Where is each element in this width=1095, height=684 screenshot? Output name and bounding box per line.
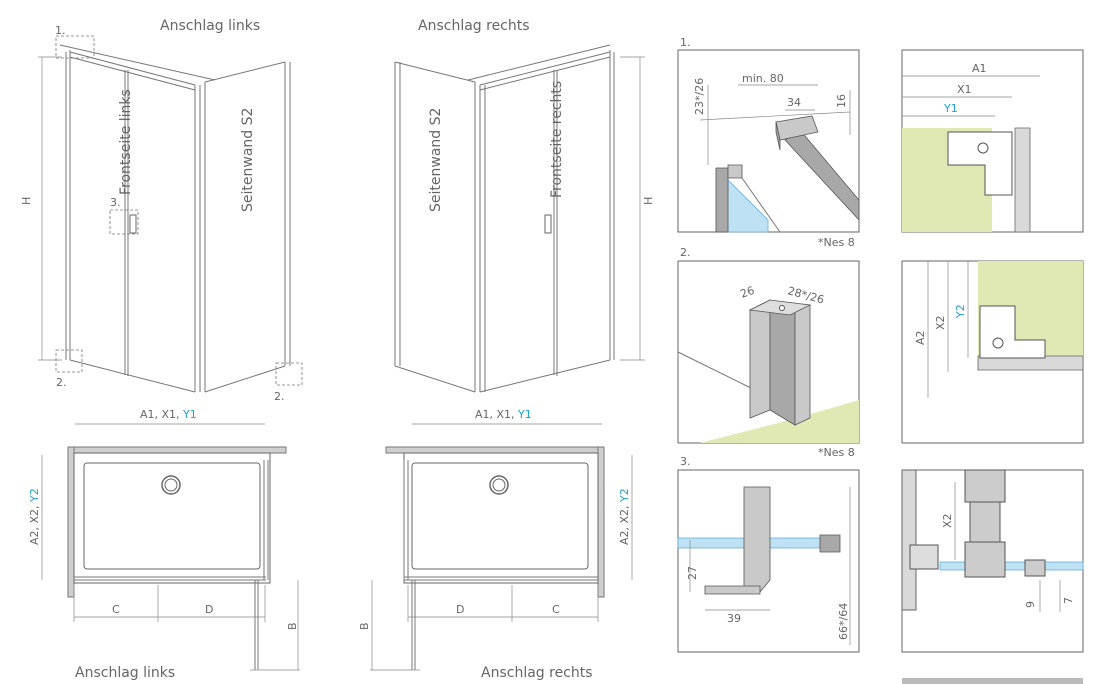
b-label-right: B (358, 622, 371, 630)
iso-left-title: Anschlag links (160, 18, 260, 34)
d2-note: *Nes 8 (818, 446, 855, 459)
h-label-left: H (20, 197, 33, 205)
detail-3: 3. 27 39 66*/64 (677, 455, 860, 653)
d-label-right: D (456, 603, 464, 616)
r3-9: 9 (1024, 601, 1037, 608)
d3-27: 27 (686, 566, 699, 580)
iso-right-view: Anschlag rechts Seitenwand S2 Frontseite… (394, 18, 655, 425)
r2-x2: X2 (934, 315, 947, 330)
front-left-label: Frontseite links (118, 89, 134, 195)
plan-right-view: A2, X2, Y2 D C B Anschlag rechts (358, 446, 633, 681)
iso-right-title: Anschlag rechts (418, 18, 530, 34)
d1-min: min. 80 (742, 72, 784, 85)
r1-y1: Y1 (943, 102, 958, 115)
r2-y2: Y2 (954, 304, 967, 319)
b-label-left: B (286, 622, 299, 630)
r1-a1: A1 (972, 62, 987, 75)
d3-39: 39 (727, 612, 741, 625)
d-label-left: D (205, 603, 213, 616)
detail-right-1: A1 X1 Y1 (901, 49, 1084, 233)
iso-left-view: Anschlag links H 1. 2. 3. 2. (20, 18, 303, 425)
detail-1-title: 1. (680, 36, 691, 49)
r3-7: 7 (1062, 597, 1075, 604)
d3-66: 66*/64 (837, 603, 850, 640)
d1-note: *Nes 8 (818, 236, 855, 249)
marker-2b-left: 2. (274, 390, 285, 403)
r1-x1: X1 (957, 83, 972, 96)
marker-3-left: 3. (110, 196, 121, 209)
detail-2-title: 2. (680, 246, 691, 259)
r3-x2: X2 (941, 513, 954, 528)
detail-right-2: A2 X2 Y2 (901, 260, 1084, 444)
width-label-left: A1, X1, Y1 (140, 408, 197, 421)
depth-label-right: A2, X2, Y2 (618, 488, 631, 545)
side-left-label: Seitenwand S2 (240, 108, 256, 212)
detail-1: 1. min. 80 34 16 23*/26 *Nes 8 (677, 36, 860, 249)
d2-26: 26 (739, 284, 757, 301)
h-label-right: H (642, 197, 655, 205)
plan-left-view: A2, X2, Y2 C D B Anschlag links (28, 446, 300, 681)
r2-a2: A2 (914, 330, 927, 345)
c-label-left: C (112, 603, 120, 616)
d1-34: 34 (787, 96, 801, 109)
bottom-right-title: Anschlag rechts (481, 665, 593, 681)
width-label-right: A1, X1, Y1 (475, 408, 532, 421)
front-right-label: Frontseite rechts (549, 81, 565, 198)
detail-2: 2. 26 28*/26 *Nes 8 (677, 246, 860, 459)
c-label-right: C (552, 603, 560, 616)
depth-label-left: A2, X2, Y2 (28, 488, 41, 545)
side-right-label: Seitenwand S2 (428, 108, 444, 212)
d1-16: 16 (835, 94, 848, 108)
bottom-left-title: Anschlag links (75, 665, 175, 681)
d1-23: 23*/26 (693, 78, 706, 115)
marker-1-left: 1. (55, 24, 66, 37)
detail-3-title: 3. (680, 455, 691, 468)
marker-2-left: 2. (56, 376, 67, 389)
detail-right-3: X2 9 7 (901, 469, 1084, 684)
